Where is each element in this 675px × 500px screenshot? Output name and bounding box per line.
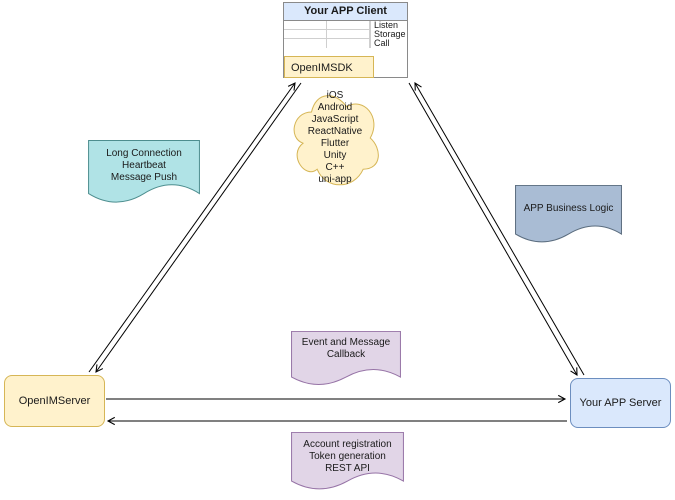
interface-storage: Storage <box>374 29 406 39</box>
sdk-interfaces: Listen Storage Call <box>374 21 406 48</box>
callout-text: Long Connection Heartbeat Message Push <box>88 140 200 184</box>
callout-text: APP Business Logic <box>515 185 622 215</box>
your-app-server-label: Your APP Server <box>579 397 662 409</box>
grid-cell <box>327 39 370 48</box>
callout-line: Long Connection <box>106 148 182 159</box>
platform-item: Android <box>317 102 353 113</box>
document-shape <box>291 432 404 498</box>
grid-cell <box>284 21 327 30</box>
callout-rest-api: Account registration Token generation RE… <box>291 432 404 498</box>
platform-item: ReactNative <box>307 126 363 137</box>
grid-divider <box>370 21 371 48</box>
platform-item: uni-app <box>318 174 352 185</box>
callout-line: Heartbeat <box>122 160 166 171</box>
client-inner-grid <box>284 21 370 48</box>
client-box-body: Listen Storage Call OpenIMSDK <box>284 21 407 78</box>
sdk-platforms-cloud: iOS Android JavaScript ReactNative Flutt… <box>288 86 382 190</box>
grid-cell <box>327 21 370 30</box>
edge-openimserver-to-sdk <box>88 82 296 373</box>
interface-listen: Listen <box>374 20 399 30</box>
callout-event-message-callback: Event and Message Callback <box>291 331 401 393</box>
cloud-shape <box>288 86 382 190</box>
openimserver-label: OpenIMServer <box>18 395 91 407</box>
grid-cell <box>327 30 370 39</box>
openimserver-node: OpenIMServer <box>4 375 105 427</box>
platform-item: JavaScript <box>311 114 359 125</box>
platform-item: Flutter <box>320 138 350 149</box>
platform-item: C++ <box>325 162 345 173</box>
platform-item: iOS <box>326 90 344 101</box>
callout-line: APP Business Logic <box>523 203 614 214</box>
callout-line: Callback <box>326 349 366 360</box>
callout-line: Token generation <box>309 451 386 462</box>
your-app-client-box: Your APP Client Listen Storage Call Open… <box>283 2 408 78</box>
callout-long-connection: Long Connection Heartbeat Message Push <box>88 140 200 212</box>
callout-app-business-logic: APP Business Logic <box>515 185 622 251</box>
callout-text: Account registration Token generation RE… <box>291 432 404 475</box>
platform-item: Unity <box>323 150 347 161</box>
your-app-server-node: Your APP Server <box>570 378 671 428</box>
platform-list: iOS Android JavaScript ReactNative Flutt… <box>288 90 382 186</box>
edge-sdk-to-openimserver <box>95 82 302 373</box>
callout-line: Account registration <box>303 439 392 450</box>
document-shape <box>291 331 401 393</box>
callout-line: Message Push <box>110 172 178 183</box>
openimsdk-box: OpenIMSDK <box>284 56 374 78</box>
callout-line: REST API <box>325 463 370 474</box>
callout-text: Event and Message Callback <box>291 331 401 361</box>
grid-cell <box>284 30 327 39</box>
interface-call: Call <box>374 38 390 48</box>
callout-line: Event and Message <box>301 337 391 348</box>
grid-cell <box>284 39 327 48</box>
openimsdk-label: OpenIMSDK <box>291 62 353 74</box>
client-box-title: Your APP Client <box>284 3 407 21</box>
